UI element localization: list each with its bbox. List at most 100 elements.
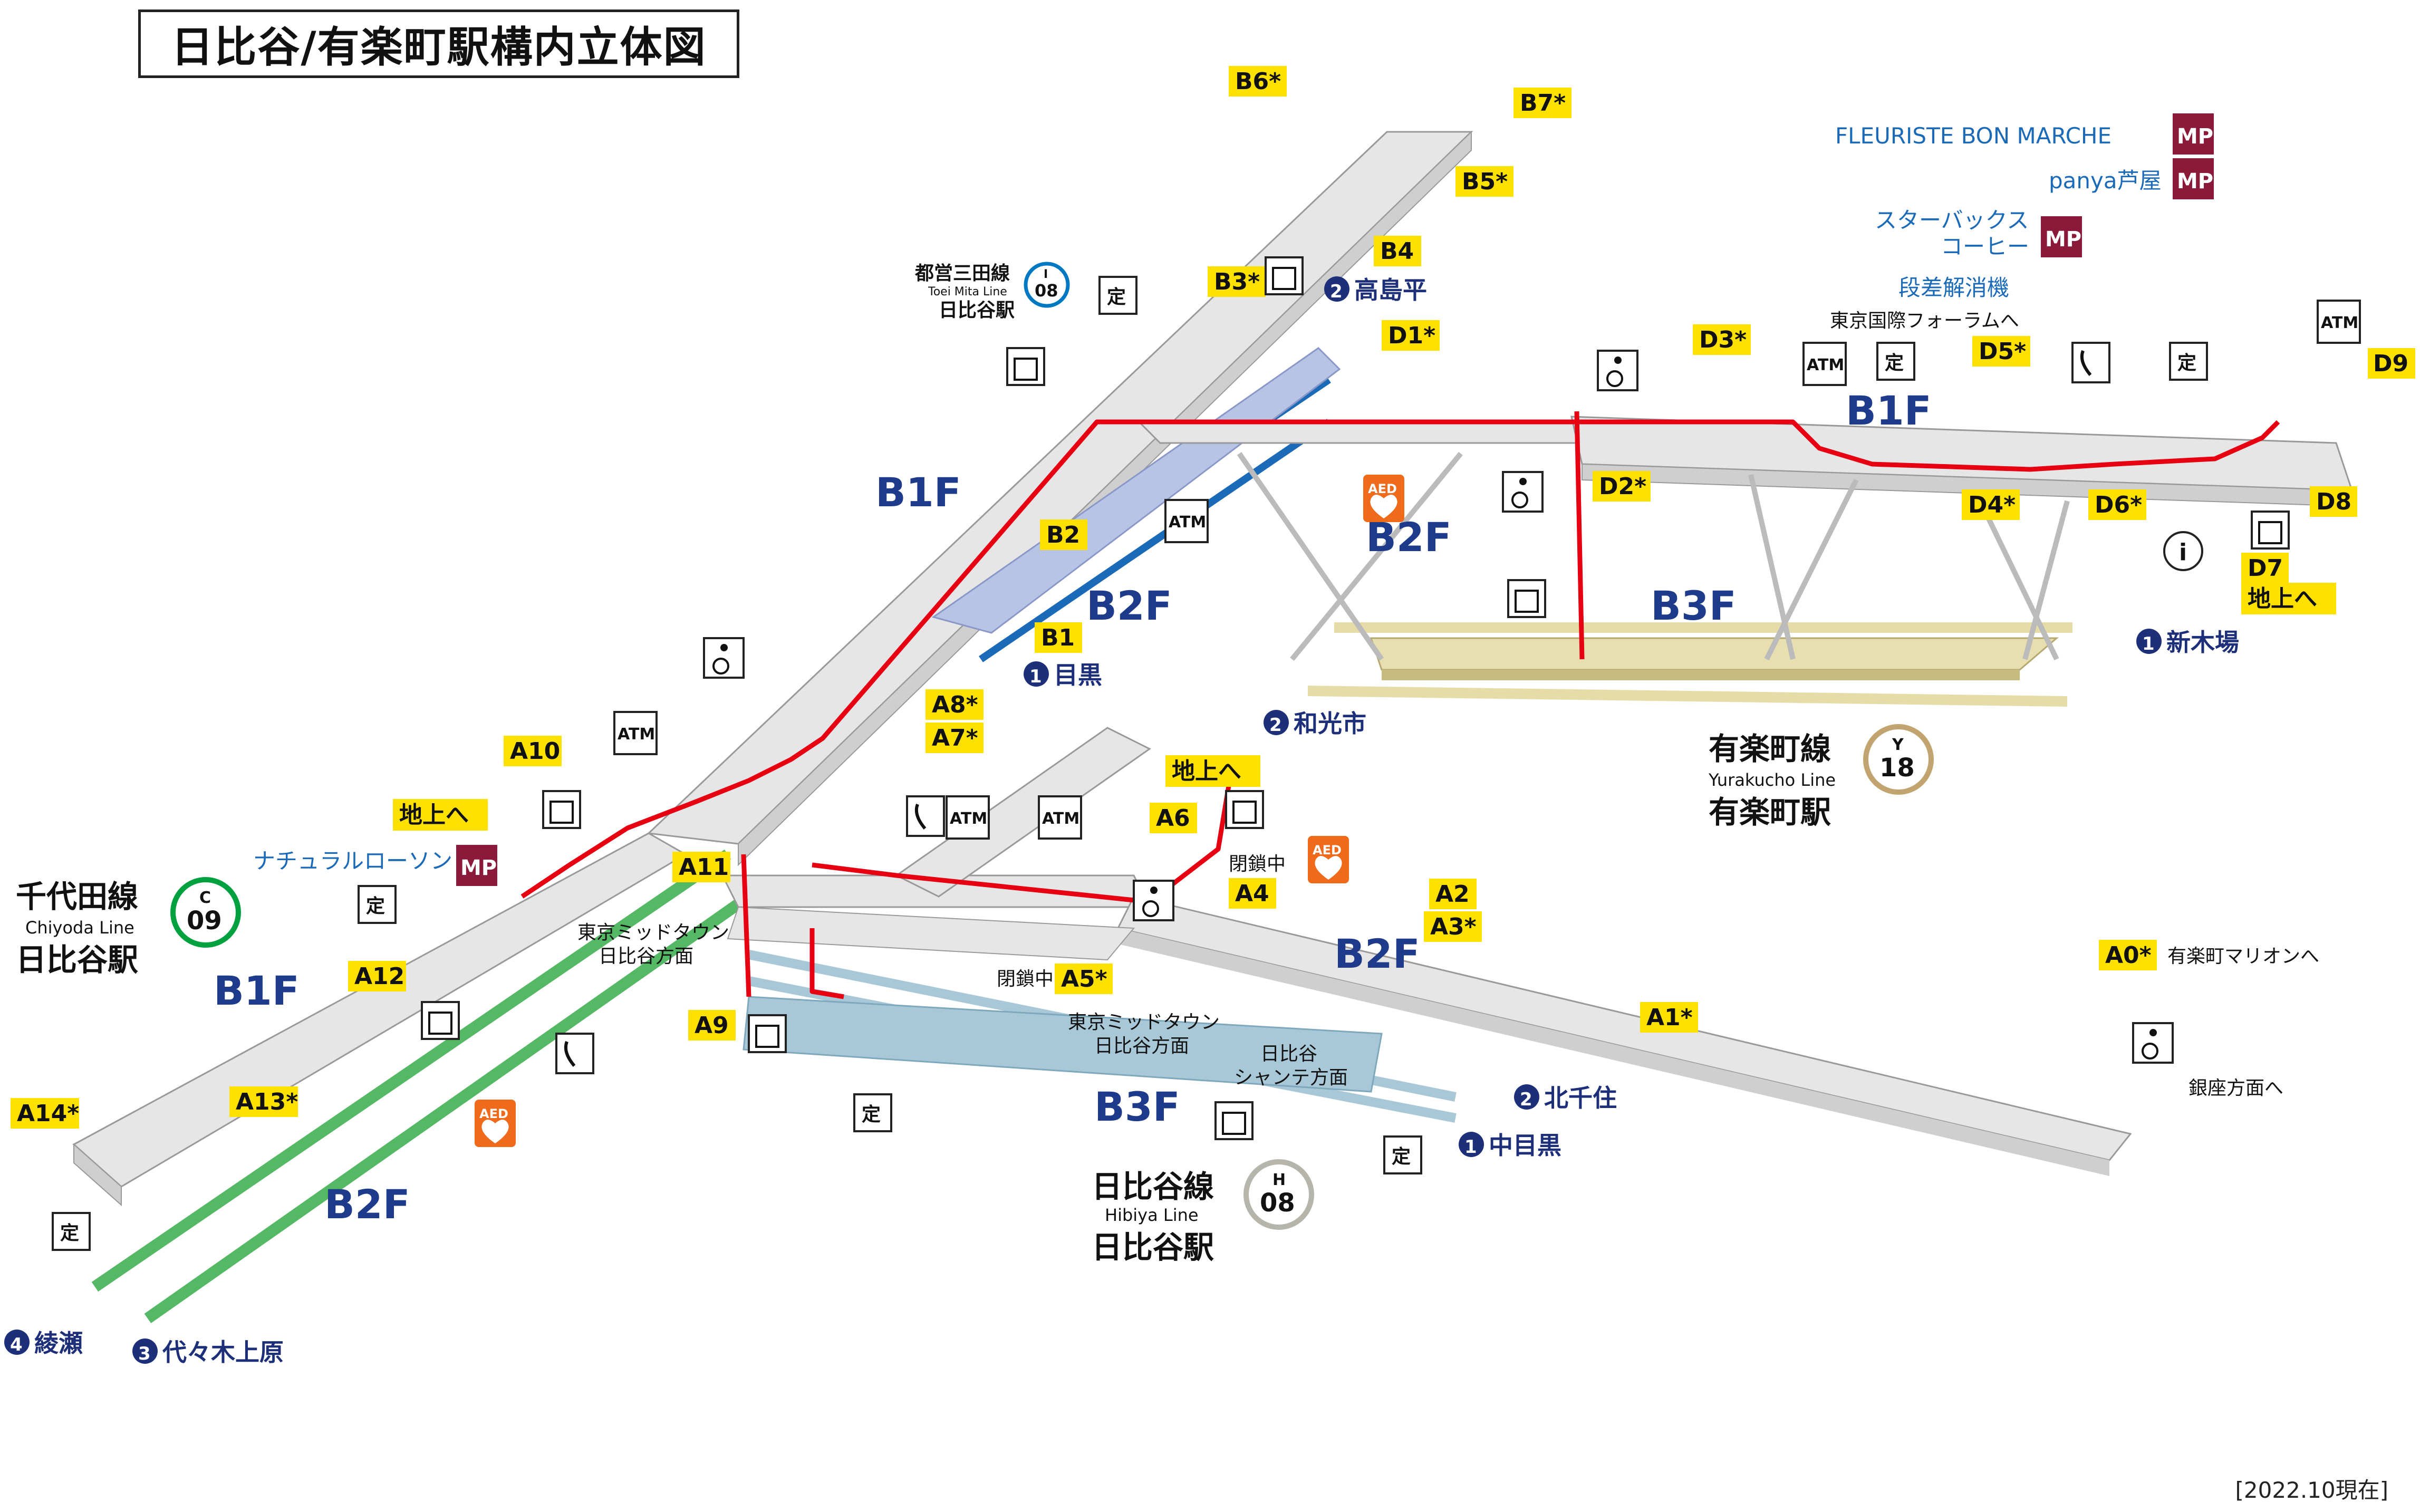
exit-A9: A9 xyxy=(688,1010,736,1041)
yurakucho-tracks xyxy=(1307,622,2072,707)
svg-text:B7*: B7* xyxy=(1520,90,1566,117)
exit-D5: D5* xyxy=(1972,336,2030,367)
shop-starbucks-1: スターバックス xyxy=(1875,207,2029,233)
mp-badge-panya: MP xyxy=(2173,158,2214,199)
svg-text:定: 定 xyxy=(1107,286,1126,308)
accessible-route xyxy=(520,411,2280,999)
aed-icon: AED xyxy=(1308,836,1349,883)
exit-B6: B6* xyxy=(1229,66,1287,97)
svg-text:有楽町駅: 有楽町駅 xyxy=(1709,794,1831,830)
elevator-icon xyxy=(2251,511,2290,550)
svg-text:1: 1 xyxy=(1464,1137,1477,1158)
exit-D3: D3* xyxy=(1693,324,1751,355)
commuter-pass-icon: 定 xyxy=(52,1212,91,1251)
floor-b3f-hibiya: B3F xyxy=(1094,1083,1180,1130)
note-chanter-2: シャンテ方面 xyxy=(1234,1067,1348,1089)
svg-text:有楽町線: 有楽町線 xyxy=(1709,731,1831,767)
exit-labels: B6* B7* B5* B4 B3* D1* D3* D5* D9 D2* D4… xyxy=(11,66,2415,1129)
svg-text:1: 1 xyxy=(1029,666,1042,687)
svg-text:4: 4 xyxy=(10,1334,23,1355)
svg-text:08: 08 xyxy=(1035,281,1058,301)
svg-text:目黒: 目黒 xyxy=(1054,661,1102,689)
exit-A7: A7* xyxy=(925,723,984,753)
station-mita: 都営三田線 Toei Mita Line 日比谷駅 I 08 xyxy=(914,262,1070,321)
floor-labels: B1F B2F B2F B3F B1F B2F B2F B3F B1F xyxy=(214,387,1932,1228)
as-of-date: [2022.10現在] xyxy=(2235,1477,2388,1503)
svg-text:3: 3 xyxy=(138,1343,151,1364)
svg-text:ATM: ATM xyxy=(2321,314,2358,332)
svg-text:A2: A2 xyxy=(1435,881,1470,908)
svg-text:定: 定 xyxy=(60,1222,79,1244)
exit-B7: B7* xyxy=(1513,88,1571,118)
support-beams xyxy=(1237,451,2070,661)
svg-text:AED: AED xyxy=(479,1106,508,1121)
svg-text:B5*: B5* xyxy=(1462,168,1508,195)
commuter-pass-icon: 定 xyxy=(1098,276,1137,315)
exit-D7: D7 xyxy=(2241,553,2289,583)
floor-b1f-top: B1F xyxy=(875,469,961,516)
exit-B1: B1 xyxy=(1035,622,1082,653)
exit-A12: A12 xyxy=(348,961,406,991)
exit-A1: A1* xyxy=(1640,1002,1698,1033)
svg-text:B1: B1 xyxy=(1041,624,1075,651)
svg-text:ATM: ATM xyxy=(618,725,655,744)
notes: 段差解消機 東京国際フォーラムへ 有楽町マリオンへ 銀座方面へ 東京ミッドタウン… xyxy=(577,275,2319,1099)
elevator-icon xyxy=(1507,579,1546,618)
svg-text:MP: MP xyxy=(460,856,497,880)
shop-starbucks-2: コーヒー xyxy=(1941,234,2029,259)
svg-text:A13*: A13* xyxy=(236,1089,298,1115)
exit-B4: B4 xyxy=(1374,236,1421,266)
note-midtown-a1: 東京ミッドタウン xyxy=(577,922,729,943)
svg-text:A10: A10 xyxy=(510,738,560,765)
svg-text:地上へ: 地上へ xyxy=(1172,758,1241,785)
note-midtown-a2: 日比谷方面 xyxy=(599,946,693,967)
phone-icon xyxy=(906,795,945,837)
svg-text:A8*: A8* xyxy=(932,691,978,718)
svg-text:Yurakucho Line: Yurakucho Line xyxy=(1708,770,1836,790)
elevator-icon xyxy=(1225,790,1264,829)
svg-text:D7: D7 xyxy=(2248,555,2283,582)
svg-text:ATM: ATM xyxy=(1807,356,1844,374)
shop-panya: panya芦屋 xyxy=(2049,168,2162,194)
exit-A0: A0* xyxy=(2099,940,2157,970)
svg-text:高島平: 高島平 xyxy=(1354,276,1427,304)
note-forum: 東京国際フォーラムへ xyxy=(1830,310,2019,332)
svg-text:地上へ: 地上へ xyxy=(399,802,469,829)
svg-text:新木場: 新木場 xyxy=(2166,628,2239,657)
ground-exit-labels: 地上へ 地上へ 地上へ xyxy=(393,583,2336,831)
commuter-pass-icon: 定 xyxy=(853,1093,892,1132)
floor-b2f-mita: B2F xyxy=(1086,582,1172,629)
dir-takashimadaira: 2 高島平 xyxy=(1324,276,1427,304)
svg-text:日比谷駅: 日比谷駅 xyxy=(1092,1229,1214,1265)
note-chanter-1: 日比谷 xyxy=(1260,1043,1317,1065)
svg-text:2: 2 xyxy=(1330,281,1343,302)
note-closed-1: 閉鎖中 xyxy=(1229,853,1286,875)
facility-icons: ATM ATM ATM ATM ATM ATM 定 定 定 定 定 定 定 AE… xyxy=(52,256,2361,1251)
exit-B5: B5* xyxy=(1455,166,1513,197)
exit-A6: A6 xyxy=(1150,803,1197,833)
shop-natural-lawson: ナチュラルローソン xyxy=(253,848,452,874)
svg-text:定: 定 xyxy=(366,895,385,917)
hibiya-platform-b3f xyxy=(743,996,1383,1093)
shop-fleuriste: FLEURISTE BON MARCHE xyxy=(1835,123,2112,149)
svg-text:2: 2 xyxy=(1269,715,1282,736)
svg-text:C: C xyxy=(199,889,211,907)
exit-A10: A10 xyxy=(504,736,562,766)
svg-text:A9: A9 xyxy=(695,1012,729,1039)
svg-text:ATM: ATM xyxy=(950,810,987,828)
svg-text:09: 09 xyxy=(187,906,222,936)
shop-labels: FLEURISTE BON MARCHE panya芦屋 スターバックス コーヒ… xyxy=(253,113,2214,886)
commuter-pass-icon: 定 xyxy=(1876,342,1915,381)
svg-text:1: 1 xyxy=(2142,633,2155,654)
exit-D2: D2* xyxy=(1593,471,1651,502)
ground-label-left: 地上へ xyxy=(393,799,488,831)
b2f-link-corridor xyxy=(895,727,1151,898)
svg-text:千代田線: 千代田線 xyxy=(16,879,138,914)
note-midtown-b1: 東京ミッドタウン xyxy=(1068,1012,1220,1033)
svg-text:I: I xyxy=(1044,268,1048,281)
dir-meguro: 1 目黒 xyxy=(1024,661,1102,689)
floor-b3f-yurakucho: B3F xyxy=(1651,582,1737,629)
